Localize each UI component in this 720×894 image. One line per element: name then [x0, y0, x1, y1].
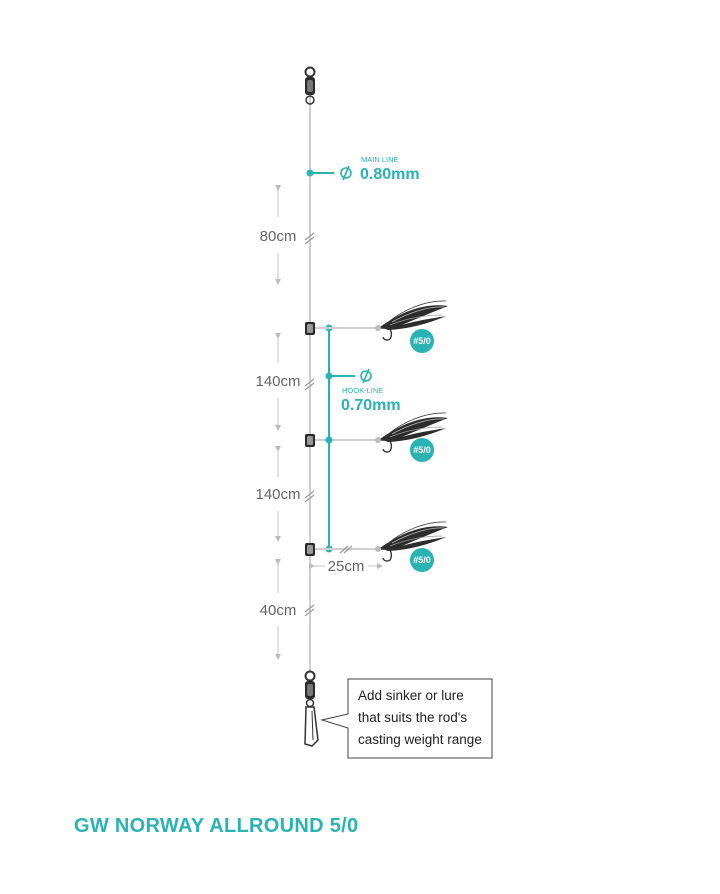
hook-size-label: #5/0 — [413, 336, 431, 346]
dimension-upper-label: 140cm — [255, 373, 300, 390]
dimension-upper: 140cm — [255, 333, 315, 431]
page-title: GW NORWAY ALLROUND 5/0 — [74, 815, 359, 837]
hook-size-label: #5/0 — [413, 555, 431, 565]
hook-size-badge: #5/0 — [410, 438, 434, 462]
hook-size-label: #5/0 — [413, 445, 431, 455]
dimension-lower-label: 140cm — [255, 486, 300, 503]
hook-line-label: HOOK-LINE — [342, 386, 383, 395]
feather-lure-icon — [380, 521, 448, 551]
diameter-icon — [340, 165, 352, 181]
hook-icon — [381, 327, 393, 341]
hook-line-value: 0.70mm — [341, 397, 401, 414]
sinker-callout: Add sinker or lure that suits the rod's … — [320, 678, 493, 759]
dimension-top-label: 80cm — [260, 228, 297, 245]
hook-lure-1: #5/0 — [380, 300, 448, 353]
feather-lure-icon — [380, 412, 448, 442]
hook-size-badge: #5/0 — [410, 329, 434, 353]
dropper-3 — [305, 543, 381, 556]
main-line-value: 0.80mm — [360, 166, 420, 183]
dimension-bottom: 40cm — [260, 559, 315, 660]
main-line-label: MAIN LINE — [361, 155, 399, 164]
swivel-icon — [305, 543, 315, 556]
dimension-bottom-label: 40cm — [260, 602, 297, 619]
diameter-icon — [360, 368, 372, 384]
dimension-lower: 140cm — [255, 446, 315, 542]
hook-icon — [381, 548, 393, 562]
dropper-2 — [305, 434, 381, 447]
dimension-dropper-label: 25cm — [328, 558, 365, 575]
dimension-dropper: 25cm — [309, 558, 383, 575]
dimension-top: 80cm — [260, 185, 315, 285]
callout-line-1: Add sinker or lure — [358, 688, 464, 703]
feather-lure-icon — [380, 300, 448, 330]
callout-line-2: that suits the rod's — [358, 710, 467, 725]
top-swivel-icon — [304, 66, 316, 105]
hook-lure-3: #5/0 — [380, 521, 448, 572]
main-line-spec: MAIN LINE 0.80mm — [306, 155, 420, 183]
swivel-icon — [305, 322, 315, 335]
hook-size-badge: #5/0 — [410, 548, 434, 572]
hook-lure-2: #5/0 — [380, 412, 448, 462]
snap-swivel-icon — [304, 670, 319, 747]
swivel-icon — [305, 434, 315, 447]
callout-line-3: casting weight range — [358, 732, 482, 747]
hook-line-spec: HOOK-LINE 0.70mm — [341, 368, 401, 414]
dropper-1 — [305, 322, 381, 335]
hook-icon — [381, 439, 393, 453]
